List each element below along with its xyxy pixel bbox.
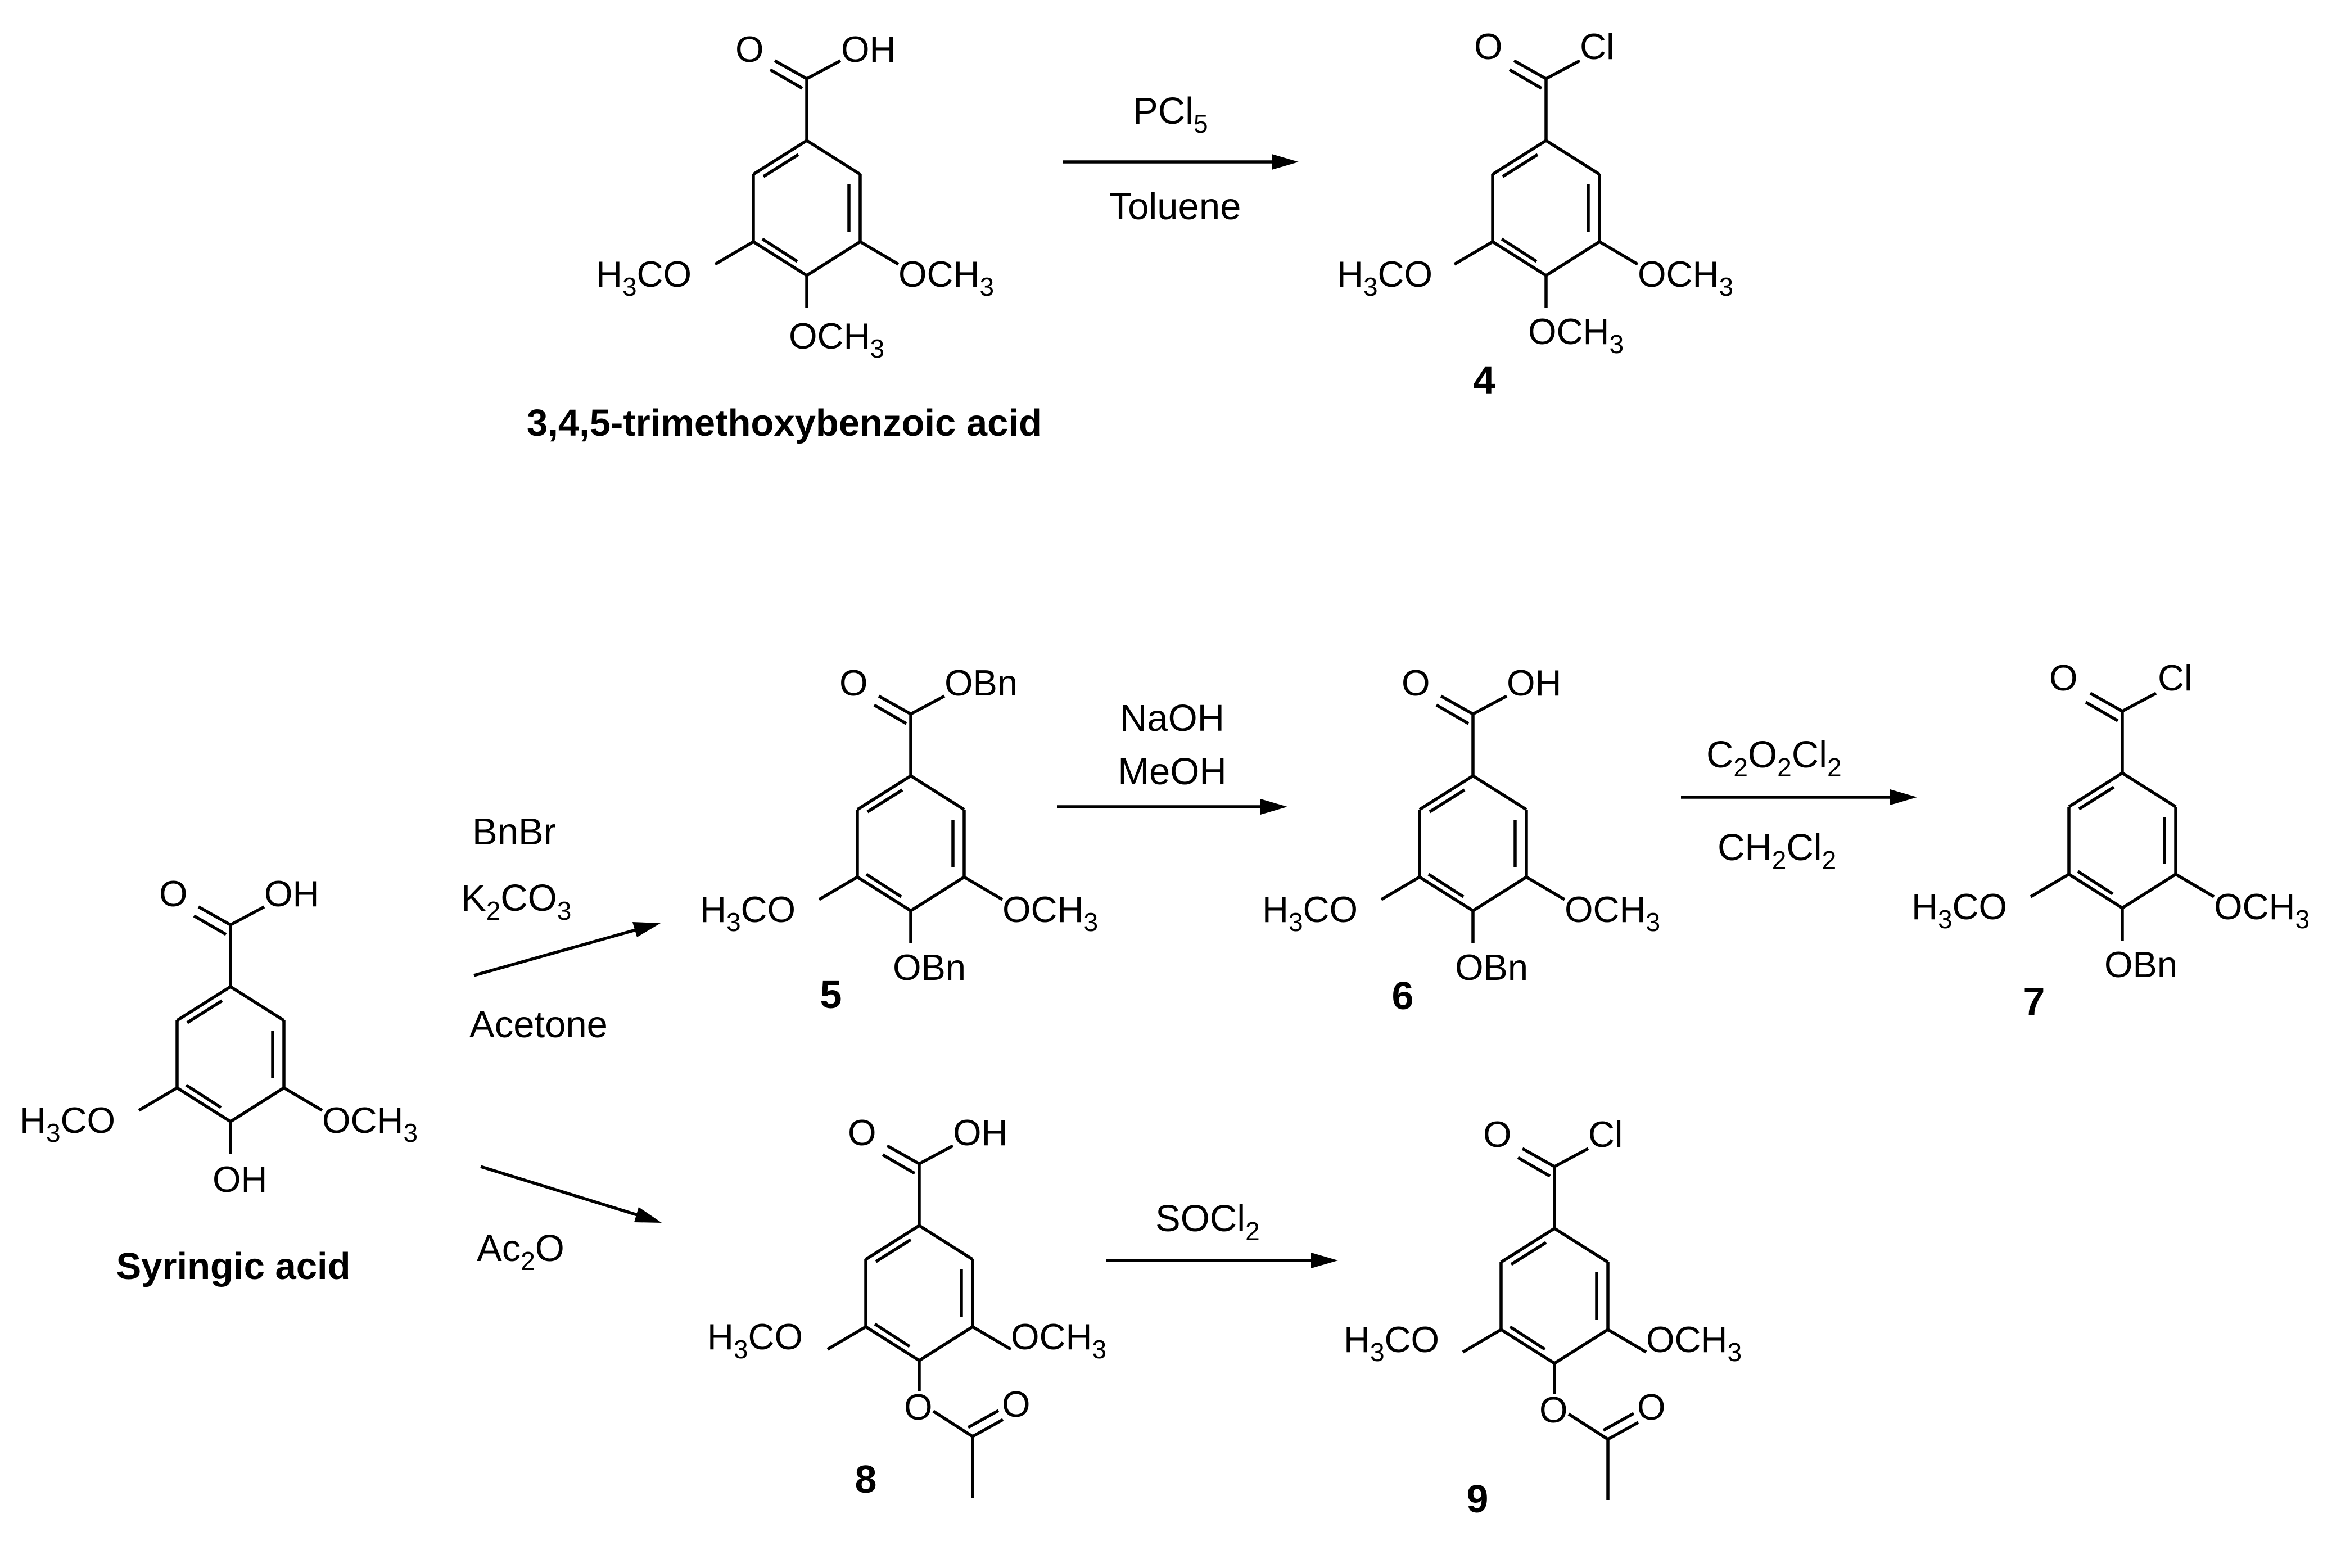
atom-obn-ester: OBn	[944, 662, 1018, 703]
group-h3co-left: H3CO	[20, 1100, 115, 1147]
reagent-naoh: NaOH	[1120, 697, 1224, 739]
bonds-trimethoxybenzoic-acid	[714, 59, 900, 308]
atom-oh: OH	[264, 873, 319, 914]
group-h3co-left: H3CO	[1344, 1319, 1439, 1367]
atom-acetyl-o: O	[1637, 1386, 1666, 1427]
atom-cl: Cl	[2158, 657, 2192, 698]
label-compound-5: 5	[820, 973, 842, 1016]
atom-carbonyl-o: O	[735, 29, 764, 70]
atom-acetyl-o: O	[1002, 1384, 1031, 1425]
compound-9: O Cl H3CO OCH3 O O 9	[1344, 1114, 1742, 1521]
group-och3-para: OCH3	[789, 315, 884, 363]
bonds-compound-4	[1453, 59, 1639, 308]
atom-carbonyl-o: O	[1474, 26, 1503, 67]
group-och3-para: OCH3	[1528, 311, 1624, 359]
group-och3-right: OCH3	[1638, 254, 1733, 301]
reagent-pcl5: PCl5	[1133, 90, 1208, 138]
group-och3-right: OCH3	[322, 1100, 418, 1147]
reagent-bnbr: BnBr	[472, 811, 556, 853]
arrow-syringic-to-8: Ac2O	[477, 1165, 662, 1276]
atom-oh: OH	[1507, 662, 1562, 703]
compound-4: O Cl H3CO OCH3 OCH3 4	[1337, 26, 1733, 402]
atom-ester-o: O	[904, 1386, 933, 1427]
bonds-compound-5	[818, 694, 1004, 943]
label-compound-4: 4	[1474, 358, 1495, 402]
atom-carbonyl-o: O	[1402, 662, 1430, 703]
compound-6: O OH H3CO OCH3 OBn 6	[1262, 662, 1660, 1018]
atom-carbonyl-o: O	[1483, 1114, 1512, 1155]
reagent-acetone: Acetone	[469, 1004, 608, 1046]
atom-carbonyl-o: O	[159, 873, 188, 914]
atom-cl: Cl	[1588, 1114, 1623, 1155]
group-h3co-left: H3CO	[1337, 254, 1432, 301]
atom-oh: OH	[953, 1112, 1008, 1153]
arrow-syringic-to-5: BnBr K2CO3 Acetone	[461, 811, 661, 1046]
group-och3-right: OCH3	[1011, 1316, 1106, 1364]
reagent-k2co3: K2CO3	[461, 877, 571, 925]
atom-carbonyl-o: O	[2049, 657, 2078, 698]
label-compound-9: 9	[1467, 1477, 1489, 1521]
atom-oh: OH	[841, 29, 896, 70]
group-och3-right: OCH3	[2214, 886, 2310, 934]
bonds-compound-8	[826, 1144, 1012, 1498]
atom-carbonyl-o: O	[839, 662, 868, 703]
reagent-ac2o: Ac2O	[477, 1227, 564, 1276]
atom-para-oh: OH	[213, 1159, 268, 1200]
compound-8: O OH H3CO OCH3 O O 8	[707, 1112, 1106, 1501]
atom-carbonyl-o: O	[848, 1112, 876, 1153]
name-trimethoxybenzoic-acid: 3,4,5-trimethoxybenzoic acid	[527, 402, 1042, 444]
compound-syringic-acid: O OH H3CO OCH3 OH Syringic acid	[20, 873, 418, 1287]
arrow-top: PCl5 Toluene	[1063, 90, 1299, 228]
name-syringic-acid: Syringic acid	[116, 1245, 350, 1287]
group-och3-right: OCH3	[1646, 1319, 1742, 1367]
arrow-8-to-9: SOCl2	[1106, 1198, 1338, 1268]
arrow-6-to-7: C2O2Cl2 CH2Cl2	[1681, 734, 1917, 875]
reagent-meoh: MeOH	[1118, 751, 1227, 793]
reagent-socl2: SOCl2	[1155, 1198, 1260, 1246]
compound-7: O Cl H3CO OCH3 OBn 7	[1911, 657, 2310, 1023]
group-obn-para: OBn	[2104, 944, 2177, 985]
atom-cl: Cl	[1580, 26, 1614, 67]
group-h3co-left: H3CO	[707, 1316, 803, 1364]
bonds-compound-9	[1462, 1147, 1647, 1500]
compound-trimethoxybenzoic-acid: O OH H3CO OCH3 OCH3 3,4,5-trimethoxybenz…	[527, 29, 1042, 444]
label-compound-8: 8	[855, 1457, 877, 1501]
group-h3co-left: H3CO	[700, 889, 796, 937]
bonds-compound-7	[2030, 692, 2215, 941]
group-och3-right: OCH3	[898, 254, 994, 301]
compound-5: O OBn H3CO OCH3 OBn 5	[700, 662, 1098, 1016]
group-och3-right: OCH3	[1565, 889, 1660, 937]
reagent-oxalyl-chloride: C2O2Cl2	[1706, 734, 1842, 782]
group-h3co-left: H3CO	[596, 254, 692, 301]
reagent-dichloromethane: CH2Cl2	[1718, 826, 1836, 875]
group-obn-para: OBn	[893, 947, 966, 988]
bonds-syringic-acid	[138, 905, 323, 1154]
group-obn-para: OBn	[1455, 947, 1528, 988]
label-compound-6: 6	[1392, 974, 1414, 1018]
group-h3co-left: H3CO	[1911, 886, 2007, 934]
group-och3-right: OCH3	[1002, 889, 1098, 937]
atom-ester-o: O	[1539, 1389, 1568, 1430]
bonds-compound-6	[1380, 694, 1566, 943]
group-h3co-left: H3CO	[1262, 889, 1358, 937]
reagent-toluene: Toluene	[1109, 186, 1241, 228]
label-compound-7: 7	[2023, 979, 2045, 1023]
arrow-5-to-6: NaOH MeOH	[1057, 697, 1287, 815]
